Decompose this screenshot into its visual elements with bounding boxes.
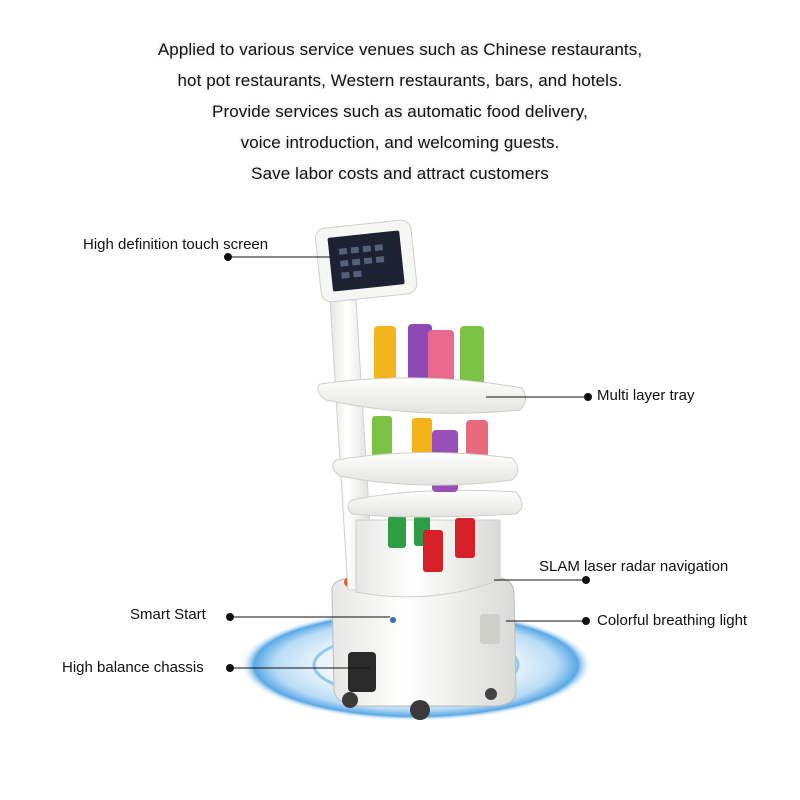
callout-touch-screen: High definition touch screen [83,236,269,253]
tray-1 [317,377,526,414]
intro-line-4: voice introduction, and welcoming guests… [240,133,560,152]
intro-line-2: hot pot restaurants, Western restaurants… [177,71,623,90]
intro-line-1: Applied to various service venues such a… [157,40,643,59]
cans-bottom [388,516,475,572]
chassis [331,577,517,720]
tray-2 [332,451,519,486]
callout-slam-navigation: SLAM laser radar navigation [539,558,729,575]
intro-text-block: Applied to various service venues such a… [0,34,800,189]
callout-multi-tray: Multi layer tray [597,387,695,404]
cans-top [374,324,484,396]
callout-smart-start: Smart Start [130,606,206,623]
callout-chassis: High balance chassis [62,659,204,676]
intro-line-5: Save labor costs and attract customers [251,164,549,183]
callout-breathing-light: Colorful breathing light [597,612,748,629]
touch-screen [314,219,418,303]
intro-line-3: Provide services such as automatic food … [212,102,588,121]
